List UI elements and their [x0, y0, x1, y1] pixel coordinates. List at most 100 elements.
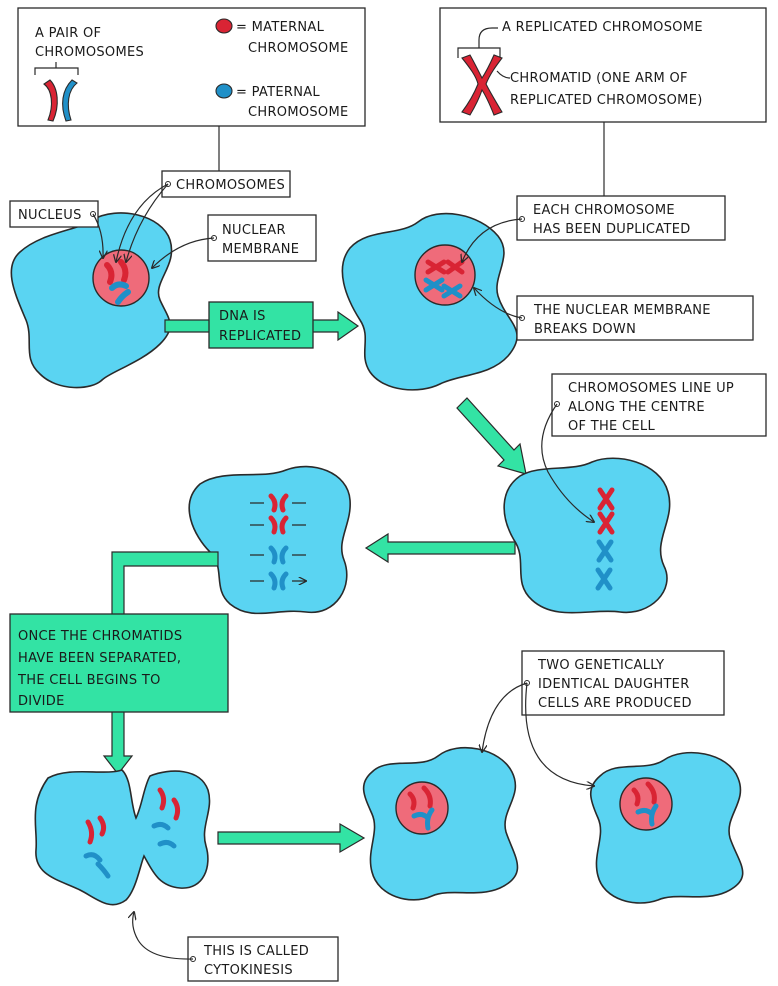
- breaks-line2: BREAKS DOWN: [534, 322, 636, 337]
- daughter-pointer-a: [482, 682, 528, 752]
- duplicated-pointer: [462, 218, 523, 262]
- nucleus-label-text: NUCLEUS: [18, 208, 82, 223]
- dna-replicated-box: [208, 301, 314, 349]
- daughter-cell-b: [589, 751, 744, 904]
- daughter-box: [521, 650, 725, 716]
- legend-maternal-line1: = MATERNAL: [236, 20, 325, 35]
- arrow-diagonal: [456, 397, 527, 475]
- metaphase-cell: [503, 457, 671, 614]
- parent-cell: [10, 212, 173, 389]
- replicated-chromosome-legend: A REPLICATED CHROMOSOME CHROMATID (ONE A…: [439, 7, 767, 196]
- daughter-b-paternal: [635, 803, 659, 827]
- replicated-chromosome-icon: [461, 54, 503, 116]
- metaphase-maternal-chromosomes: [597, 487, 615, 535]
- line-up-line3: OF THE CELL: [568, 419, 655, 434]
- daughter-a-paternal: [411, 807, 435, 831]
- chromosome-legend: A PAIR OF CHROMOSOMES = MATERNAL CHROMOS…: [17, 7, 366, 172]
- chromatid-line1: CHROMATID (ONE ARM OF: [510, 71, 688, 86]
- step-dna-replicated: DNA IS REPLICATED: [164, 301, 360, 349]
- dna-line1: DNA IS: [219, 309, 266, 324]
- line-up-line2: ALONG THE CENTRE: [568, 400, 705, 415]
- daughter-line1: TWO GENETICALLY: [537, 658, 664, 673]
- dividing-right-paternal: [151, 821, 177, 849]
- daughter-pointer-b: [525, 682, 594, 786]
- line-up-box: [551, 373, 767, 437]
- anaphase-pull-arrows: [250, 502, 306, 581]
- chromosomes-label-pin-icon: [165, 181, 171, 187]
- daughter-b-maternal: [631, 781, 657, 807]
- daughter-a-maternal: [407, 785, 433, 811]
- cytokinesis-box: [187, 936, 339, 982]
- legend-pair-line1: A PAIR OF: [35, 26, 101, 41]
- chromosomes-label-box: [161, 170, 291, 198]
- nucleus-label: NUCLEUS: [9, 200, 103, 258]
- line-up-line1: CHROMOSOMES LINE UP: [568, 381, 734, 396]
- chromosomes-label: CHROMOSOMES: [116, 170, 291, 262]
- divide-line1: ONCE THE CHROMATIDS: [18, 629, 182, 644]
- legend-maternal-line2: CHROMOSOME: [248, 41, 348, 56]
- cytokinesis-line1: THIS IS CALLED: [203, 944, 309, 959]
- divide-line3: THE CELL BEGINS TO: [17, 673, 161, 688]
- daughter-line3: CELLS ARE PRODUCED: [538, 696, 692, 711]
- chromosomes-pointer-b: [126, 183, 169, 262]
- line-up-label: CHROMOSOMES LINE UP ALONG THE CENTRE OF …: [541, 373, 767, 522]
- cytokinesis-label: THIS IS CALLED CYTOKINESIS: [133, 912, 339, 982]
- replicated-maternal-chromosomes: [425, 259, 465, 275]
- duplicated-line2: HAS BEEN DUPLICATED: [533, 222, 691, 237]
- duplicated-label: EACH CHROMOSOME HAS BEEN DUPLICATED: [462, 195, 726, 262]
- daughter-a-nucleus: [395, 781, 449, 835]
- nucleus-label-box: [9, 200, 99, 228]
- legend-paternal-line2: CHROMOSOME: [248, 105, 348, 120]
- chromosomes-label-text: CHROMOSOMES: [176, 178, 285, 193]
- paternal-key-icon: [215, 83, 233, 99]
- line-up-pin-icon: [554, 401, 560, 407]
- divide-box: [9, 613, 229, 713]
- parent-paternal-chromosomes: [109, 281, 131, 305]
- dividing-left-paternal: [83, 852, 111, 879]
- daughter-cell-a: [362, 747, 519, 901]
- dividing-cell: [34, 769, 211, 906]
- parent-cell-body: [10, 212, 173, 389]
- replicated-title: A REPLICATED CHROMOSOME: [502, 20, 703, 35]
- metaphase-cell-body: [503, 457, 671, 614]
- dividing-cell-body: [34, 769, 211, 906]
- breaks-line1: THE NUCLEAR MEMBRANE: [533, 303, 711, 318]
- replicated-cell-body: [341, 212, 518, 391]
- nuclear-membrane-pointer: [152, 237, 215, 268]
- daughter-line2: IDENTICAL DAUGHTER: [538, 677, 690, 692]
- anaphase-cell: [188, 465, 351, 615]
- duplicated-box: [516, 195, 726, 241]
- pair-maternal-chromosome-icon: [43, 79, 58, 122]
- nucleus-pointer: [92, 213, 103, 258]
- chromosomes-pointer-a: [116, 183, 169, 262]
- pair-paternal-chromosome-icon: [62, 79, 78, 122]
- cytokinesis-line2: CYTOKINESIS: [204, 963, 293, 978]
- chromatid-pointer: [496, 70, 511, 79]
- line-up-pointer: [541, 403, 594, 522]
- daughter-b-body: [589, 751, 744, 904]
- dividing-left-maternal: [85, 815, 107, 845]
- legend-pair-line2: CHROMOSOMES: [35, 45, 144, 60]
- step-divide: ONCE THE CHROMATIDS HAVE BEEN SEPARATED,…: [9, 613, 229, 713]
- pair-bracket: [34, 62, 79, 75]
- arrow-left: [364, 532, 516, 564]
- replicated-paternal-chromosomes: [423, 277, 463, 299]
- replicated-cell: [341, 212, 518, 391]
- breaks-down-box: [516, 295, 754, 341]
- parent-maternal-chromosomes: [104, 259, 129, 285]
- anaphase-cell-body: [188, 465, 351, 615]
- divide-line2: HAVE BEEN SEPARATED,: [18, 651, 181, 666]
- divide-line4: DIVIDE: [18, 694, 65, 709]
- maternal-key-icon: [215, 18, 233, 34]
- duplicated-line1: EACH CHROMOSOME: [533, 203, 675, 218]
- daughter-label: TWO GENETICALLY IDENTICAL DAUGHTER CELLS…: [482, 650, 725, 786]
- anaphase-maternal-chromatids: [268, 493, 289, 535]
- nucleus-label-pin-icon: [90, 211, 96, 217]
- breaks-down-label: THE NUCLEAR MEMBRANE BREAKS DOWN: [474, 288, 754, 341]
- arrow-right-2: [217, 822, 366, 854]
- chromatid-line2: REPLICATED CHROMOSOME): [510, 93, 703, 108]
- dna-line2: REPLICATED: [219, 329, 301, 344]
- legend-box: [17, 7, 366, 127]
- metaphase-paternal-chromosomes: [595, 539, 614, 591]
